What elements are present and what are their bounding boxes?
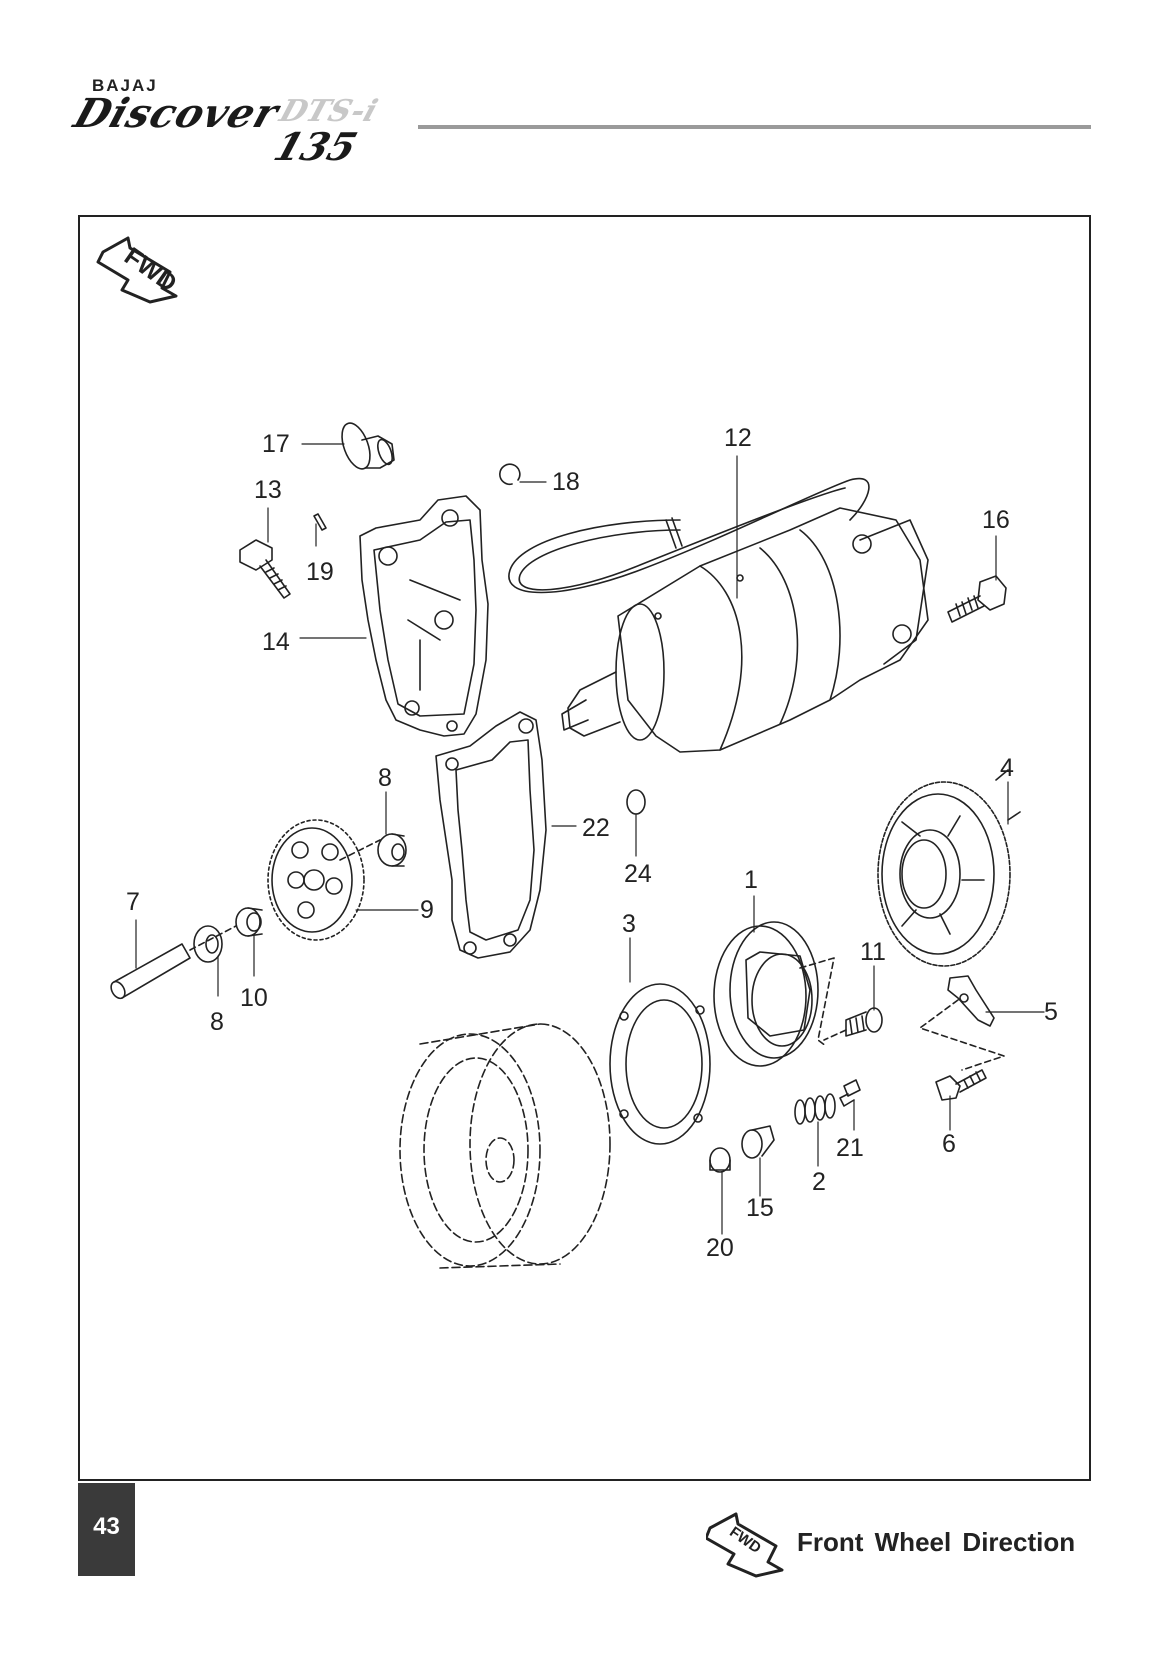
callout-6: 6	[942, 1130, 956, 1158]
part-15-roller	[741, 1125, 775, 1159]
callout-20: 20	[706, 1234, 734, 1262]
callout-11: 11	[860, 938, 886, 966]
callout-14: 14	[262, 628, 290, 656]
callout-3: 3	[622, 910, 636, 938]
header-rule	[418, 125, 1091, 129]
part-12-starter-motor	[508, 477, 929, 753]
callout-22: 22	[582, 814, 610, 842]
callout-21: 21	[836, 1134, 864, 1162]
brand-logo: BAJAJ Discover DTS-i 135	[68, 72, 406, 169]
callout-5: 5	[1044, 998, 1058, 1026]
callout-12: 12	[724, 424, 752, 452]
callout-13: 13	[254, 476, 282, 504]
fwd-arrow-icon-footer: FWD	[706, 1512, 784, 1578]
part-4-driven-gear	[877, 769, 1021, 967]
part-9-idle-gear	[267, 819, 381, 941]
diagram-frame	[78, 215, 1091, 1481]
part-11-bolt	[823, 1007, 883, 1041]
page-number-box: 43	[78, 1483, 135, 1576]
callout-4: 4	[1000, 754, 1014, 782]
part-13-bolt	[239, 539, 291, 599]
callout-8b: 8	[210, 1008, 224, 1036]
part-2-spring	[794, 1093, 836, 1125]
callout-1: 1	[744, 866, 758, 894]
callout-9: 9	[420, 896, 434, 924]
part-10-bearing	[235, 907, 263, 937]
part-18-circlip	[499, 463, 521, 486]
part-14-cover	[359, 495, 489, 737]
part-19-pin	[313, 513, 327, 531]
leader-lines	[135, 443, 1045, 1235]
part-6-screw	[935, 1069, 987, 1101]
brand-maker: BAJAJ	[92, 76, 158, 95]
callout-18: 18	[552, 468, 580, 496]
part-17-cap	[341, 422, 395, 470]
callout-2: 2	[812, 1168, 826, 1196]
part-5-plate	[919, 975, 1005, 1071]
fwd-icon-label-top: FWD	[119, 242, 182, 298]
fwd-arrow-icon	[96, 236, 178, 304]
callout-16: 16	[982, 506, 1010, 534]
part-1-one-way-clutch	[713, 921, 835, 1067]
callout-24: 24	[624, 860, 652, 888]
part-7-shaft	[110, 925, 237, 1000]
part-3-ring-gasket	[609, 983, 711, 1145]
part-22-gasket	[435, 711, 547, 959]
callout-19: 19	[306, 558, 334, 586]
callout-17: 17	[262, 430, 290, 458]
part-8-washer-lower	[193, 925, 223, 963]
part-20-cap	[709, 1147, 731, 1173]
callout-15: 15	[746, 1194, 774, 1222]
page-number: 43	[93, 1513, 120, 1540]
part-24-o-ring	[626, 789, 646, 815]
flywheel-reference	[399, 1023, 611, 1269]
callout-8a: 8	[378, 764, 392, 792]
callout-7: 7	[126, 888, 140, 916]
callout-10: 10	[240, 984, 268, 1012]
part-21-pin	[839, 1079, 861, 1107]
part-16-bolt	[947, 575, 1007, 623]
fwd-legend-text: Front Wheel Direction	[797, 1527, 1076, 1557]
part-8-washer-upper	[377, 833, 407, 867]
